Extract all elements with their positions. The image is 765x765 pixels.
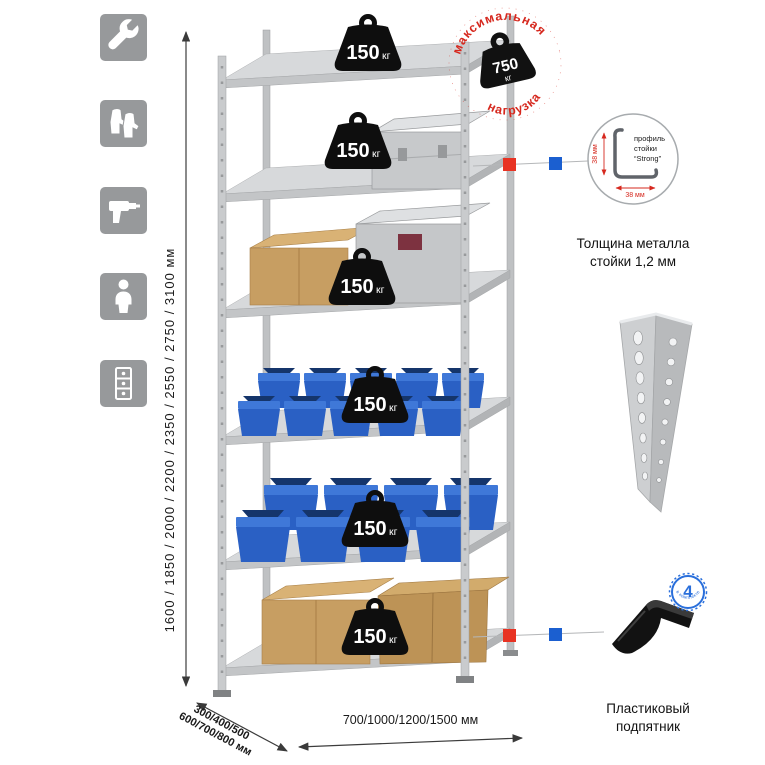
load-unit: кг [376,284,385,296]
side-icon-person [100,273,147,320]
profile-label-line3: “Strong” [634,154,662,163]
cardboard-box [249,226,373,306]
load-value: 150 [353,626,386,648]
callout-bottom [472,628,605,642]
load-unit: кг [372,148,381,160]
shelf-load-badge: 150 кг [341,598,409,655]
plastic-foot-image [612,600,694,654]
shelf-load-badge: 150 кг [334,14,402,71]
depth-dimension-line [196,702,288,752]
shelf-load-badge: 150 кг [341,490,409,547]
width-dimension-line [297,734,524,751]
rack-icon [115,367,132,400]
side-icon-wrench [100,14,147,61]
foot-caption-line1: Пластиковый [606,701,690,716]
load-unit: кг [389,402,398,414]
load-unit: кг [382,50,391,62]
profile-label-line2: стойки [634,144,657,153]
side-icon-drill [100,187,147,234]
side-icon-gloves [100,100,147,147]
shelf-load-badge: 150 кг [341,366,409,423]
stamp-weight-body [480,43,536,89]
profile-caption-line1: Толщина металла [576,236,690,251]
profile-height-dim: 38 мм [592,144,599,164]
height-dimension-label: 1600 / 1850 / 2000 / 2200 / 2350 / 2550 … [162,247,177,633]
corner-post-image [619,312,693,513]
blue-marker [549,628,562,641]
profile-caption-line2: стойки 1,2 мм [589,253,677,269]
stamp-unit: кг [504,72,513,83]
profile-callout: 38 мм 38 мм профиль стойки “Strong” [587,113,679,205]
load-value: 150 [353,518,386,540]
badge-count: 4 [683,582,693,601]
foot-caption: Пластиковый подпятник [568,700,728,735]
red-marker [503,158,516,171]
gloves-icon [109,108,140,139]
quantity-badge: 4 в комплекте [668,572,708,612]
load-value: 150 [353,394,386,416]
load-value: 150 [340,276,373,298]
red-marker [503,629,516,642]
stamp-value: 750 [491,55,520,77]
load-value: 150 [346,42,379,64]
profile-caption: Толщина металла стойки 1,2 мм [553,235,713,270]
load-unit: кг [389,634,398,646]
drill-icon [109,201,140,223]
profile-label-line1: профиль [634,134,665,143]
profile-width-dim: 38 мм [625,192,645,199]
load-unit: кг [389,526,398,538]
side-icon-rack [100,360,147,407]
wrench-icon [108,19,139,50]
callout-top [472,157,589,171]
shelf-load-badge: 150 кг [328,248,396,305]
width-dimension-label: 700/1000/1200/1500 мм [342,713,479,727]
shelf-load-badge: 150 кг [324,112,392,169]
load-value: 150 [336,140,369,162]
person-icon [115,279,132,313]
rack-front-posts [213,41,474,697]
foot-caption-line2: подпятник [615,718,681,734]
strong-profile-drawing [613,128,659,179]
blue-marker [549,157,562,170]
